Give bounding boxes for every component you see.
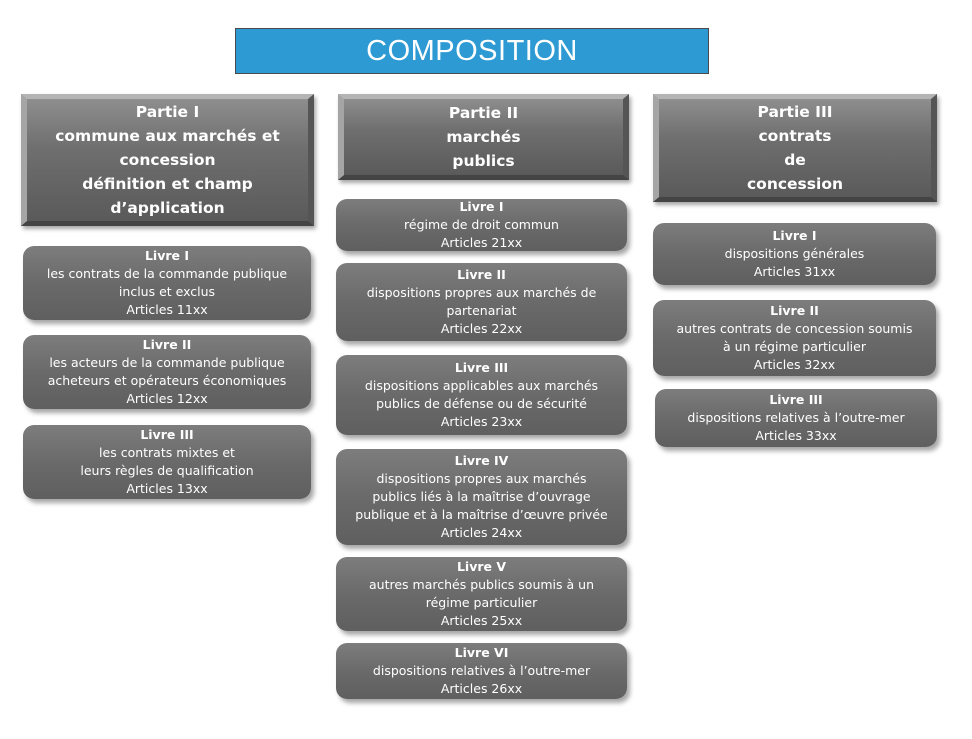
p3-livre-2-line-1: autres contrats de concession soumis [676,321,913,336]
p3-livre-2-title: Livre II [770,303,819,318]
p2-livre-5-title: Livre V [456,559,507,574]
partie-2-line-3: publics [452,152,515,170]
p1-livre-2: Livre II les acteurs de la commande publ… [23,335,311,409]
p2-livre-2: Livre II dispositions propres aux marché… [336,263,627,341]
p2-livre-6-line-1: dispositions relatives à l’outre-mer [372,663,591,678]
partie-3-line-1: Partie III [757,103,833,121]
p2-livre-2-line-2: partenariat [446,303,517,318]
p3-livre-2-line-3: Articles 32xx [753,357,836,372]
p2-livre-3-line-1: dispositions applicables aux marchés [364,378,599,393]
p2-livre-1: Livre I régime de droit commun Articles … [336,199,627,251]
partie-2-line-1: Partie II [448,104,519,122]
p1-livre-1: Livre I les contrats de la commande publ… [23,246,311,320]
p1-livre-2-line-3: Articles 12xx [126,391,208,406]
p2-livre-6-title: Livre VI [454,645,509,660]
partie-3-header: Partie III contrats de concession [653,94,937,202]
p2-livre-3-title: Livre III [454,360,509,375]
p2-livre-1-line-2: Articles 21xx [440,235,523,250]
partie-3-line-4: concession [746,175,844,193]
p2-livre-1-title: Livre I [459,199,504,214]
p2-livre-4-line-4: Articles 24xx [440,525,523,540]
p2-livre-4-line-1: dispositions propres aux marchés [376,471,587,486]
p2-livre-5: Livre V autres marchés publics soumis à … [336,557,627,631]
p1-livre-1-title: Livre I [144,248,190,263]
p2-livre-4-line-2: publics liés à la maîtrise d’ouvrage [372,489,591,504]
partie-1-line-3: concession [119,151,216,169]
p3-livre-3-title: Livre III [769,392,823,407]
partie-2-line-2: marchés [446,128,521,146]
p2-livre-3-line-2: publics de défense ou de sécurité [376,396,587,411]
partie-1-line-2: commune aux marchés et [55,127,280,145]
partie-1-line-4: définition et champ [82,175,253,193]
p2-livre-5-line-1: autres marchés publics soumis à un [369,577,594,592]
p3-livre-3-line-1: dispositions relatives à l’outre-mer [687,410,905,425]
partie-1-header: Partie I commune aux marchés et concessi… [21,94,314,226]
p1-livre-1-line-1: les contrats de la commande publique [46,266,288,281]
p2-livre-2-title: Livre II [457,267,506,282]
p1-livre-1-line-3: Articles 11xx [126,302,208,317]
p3-livre-1-line-1: dispositions générales [724,246,865,261]
p2-livre-3: Livre III dispositions applicables aux m… [336,355,627,435]
p3-livre-1-line-2: Articles 31xx [753,264,836,279]
p2-livre-3-line-3: Articles 23xx [440,414,523,429]
p1-livre-2-title: Livre II [142,337,192,352]
p1-livre-3: Livre III les contrats mixtes et leurs r… [23,425,311,499]
p1-livre-3-line-1: les contrats mixtes et [99,445,235,460]
p2-livre-1-line-1: régime de droit commun [404,217,559,232]
p2-livre-2-line-1: dispositions propres aux marchés de [366,285,597,300]
p1-livre-3-line-3: Articles 13xx [126,481,208,496]
p2-livre-5-line-2: régime particulier [425,595,538,610]
p2-livre-4-line-3: publique et à la maîtrise d’œuvre privée [355,507,608,522]
partie-1-line-1: Partie I [135,103,200,121]
p3-livre-2: Livre II autres contrats de concession s… [653,300,936,376]
p2-livre-6-line-2: Articles 26xx [440,681,523,696]
p2-livre-2-line-3: Articles 22xx [440,321,523,336]
p2-livre-5-line-3: Articles 25xx [440,613,523,628]
p3-livre-2-line-2: à un régime particulier [723,339,866,354]
p2-livre-4-title: Livre IV [454,453,509,468]
p1-livre-3-line-2: leurs règles de qualification [80,463,254,478]
partie-2-header: Partie II marchés publics [338,94,629,180]
p1-livre-1-line-2: inclus et exclus [118,284,216,299]
p1-livre-2-line-1: les acteurs de la commande publique [49,355,285,370]
p1-livre-2-line-2: acheteurs et opérateurs économiques [47,373,287,388]
p2-livre-4: Livre IV dispositions propres aux marché… [336,449,627,545]
partie-1-line-5: d’application [110,199,225,217]
p3-livre-3-line-2: Articles 33xx [755,428,837,443]
partie-3-line-2: contrats [758,127,832,145]
p2-livre-6: Livre VI dispositions relatives à l’outr… [336,643,627,699]
diagram-title: COMPOSITION [235,28,709,74]
partie-3-line-3: de [784,151,806,169]
p3-livre-1: Livre I dispositions générales Articles … [653,223,936,285]
p3-livre-1-title: Livre I [772,228,817,243]
p3-livre-3: Livre III dispositions relatives à l’out… [655,389,937,447]
p1-livre-3-title: Livre III [140,427,194,442]
